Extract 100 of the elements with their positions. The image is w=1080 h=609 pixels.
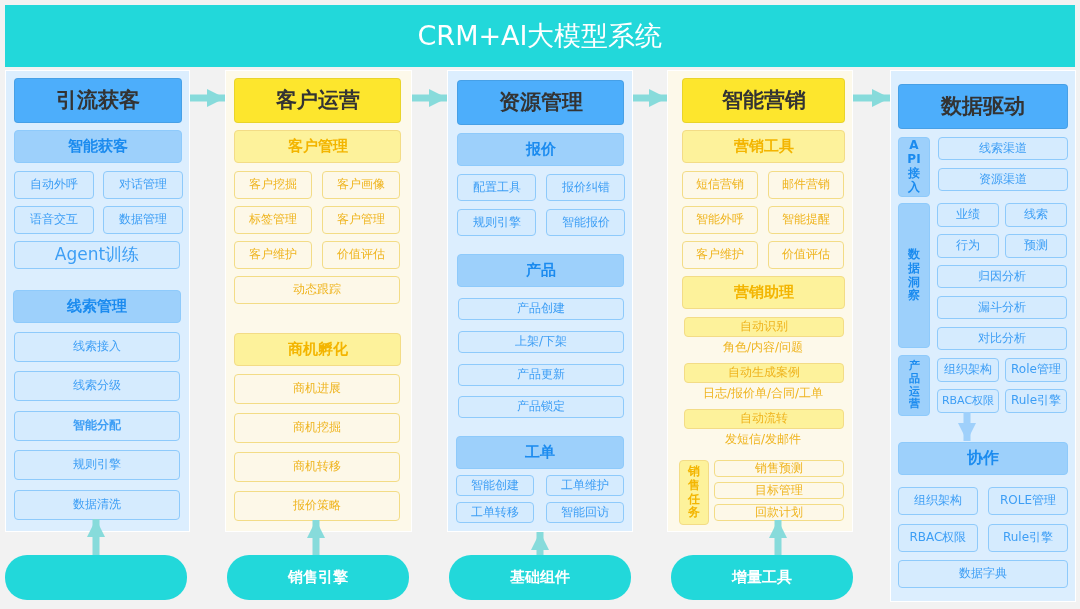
feature-box: 归因分析 [937,265,1067,288]
section-header: 产品 [457,254,624,287]
feature-box: 产品更新 [458,364,624,386]
side-label: 数据洞察 [898,203,930,348]
feature-box: 漏斗分析 [937,296,1067,319]
feature-box: 工单转移 [456,502,534,523]
feature-box: 短信营销 [682,171,758,199]
arrow [87,519,105,555]
feature-box: 规则引擎 [14,450,180,480]
feature-box: 业绩 [937,203,999,227]
feature-box: 客户挖掘 [234,171,312,199]
feature-box: 客户画像 [322,171,400,199]
feature-box: Rule引擎 [1005,389,1067,413]
feature-box: RBAC权限 [937,389,999,413]
feature-box: Agent训练 [14,241,180,269]
arrow [307,520,325,555]
feature-box: 智能提醒 [768,206,844,234]
feature-box: 线索接入 [14,332,180,362]
side-label: API接入 [898,137,930,197]
section-header: 商机孵化 [234,333,401,366]
arrow [958,412,976,441]
feature-box: 报价策略 [234,491,400,521]
platform-pill [5,555,187,600]
column-header: 数据驱动 [898,84,1068,129]
feature-box: 数据管理 [103,206,183,234]
arrow [190,89,225,107]
feature-box: 价值评估 [768,241,844,269]
feature-box: 配置工具 [457,174,536,201]
platform-pill: 基础组件 [449,555,631,600]
column-panel [447,70,633,532]
feature-box: 商机转移 [234,452,400,482]
feature-box: 产品创建 [458,298,624,320]
column-panel [225,70,412,532]
caption-text: 日志/报价单/合同/工单 [701,386,825,400]
feature-box: 预测 [1005,234,1067,258]
feature-box: 规则引擎 [457,209,536,236]
feature-box: 语音交互 [14,206,94,234]
feature-box: 自动生成案例 [684,363,844,383]
feature-box: 组织架构 [898,487,978,515]
platform-pill: 增量工具 [671,555,853,600]
feature-box: ROLE管理 [988,487,1068,515]
feature-box: 客户管理 [322,206,400,234]
feature-box: RBAC权限 [898,524,978,552]
feature-box: 线索渠道 [938,137,1068,160]
feature-box: 客户维护 [682,241,758,269]
feature-box: 线索 [1005,203,1067,227]
feature-box: 数据字典 [898,560,1068,588]
feature-box: 线索分级 [14,371,180,401]
arrow [412,89,447,107]
side-label: 产品运营 [898,355,930,416]
arrow [853,89,890,107]
feature-box: 报价纠错 [546,174,625,201]
feature-box: 客户维护 [234,241,312,269]
section-header: 协作 [898,442,1068,475]
feature-box: 自动外呼 [14,171,94,199]
feature-box: 商机挖掘 [234,413,400,443]
title-banner: CRM+AI大模型系统 [5,5,1075,67]
section-header: 营销工具 [682,130,845,163]
feature-box: 销售预测 [714,460,844,477]
column-header: 客户运营 [234,78,401,123]
feature-box: 资源渠道 [938,168,1068,191]
arrow [531,532,549,555]
feature-box: 目标管理 [714,482,844,499]
feature-box: 数据清洗 [14,490,180,520]
section-header: 客户管理 [234,130,401,163]
feature-box: Role管理 [1005,358,1067,382]
feature-box: 智能外呼 [682,206,758,234]
feature-box: 智能报价 [546,209,625,236]
platform-pill: 销售引擎 [227,555,409,600]
feature-box: 自动流转 [684,409,844,429]
column-header: 引流获客 [14,78,182,123]
feature-box: 工单维护 [546,475,624,496]
column-panel [890,70,1076,602]
column-header: 智能营销 [682,78,845,123]
section-header: 营销助理 [682,276,845,309]
arrow [633,89,667,107]
feature-box: 自动识别 [684,317,844,337]
feature-box: 标签管理 [234,206,312,234]
caption-text: 角色/内容/问题 [721,340,805,354]
caption-text: 发短信/发邮件 [723,432,802,446]
feature-box: 智能回访 [546,502,624,523]
column-header: 资源管理 [457,80,624,125]
column-panel [5,70,190,532]
section-header: 报价 [457,133,624,166]
feature-box: 行为 [937,234,999,258]
feature-box: 上架/下架 [458,331,624,353]
feature-box: 邮件营销 [768,171,844,199]
feature-box: 智能分配 [14,411,180,441]
feature-box: 动态跟踪 [234,276,400,304]
feature-box: 商机进展 [234,374,400,404]
arrow [769,520,787,555]
side-label: 销售任务 [679,460,709,525]
feature-box: 智能创建 [456,475,534,496]
section-header: 工单 [456,436,624,469]
column-panel [667,70,853,532]
feature-box: 组织架构 [937,358,999,382]
feature-box: 产品锁定 [458,396,624,418]
feature-box: 回款计划 [714,504,844,521]
section-header: 线索管理 [13,290,181,323]
feature-box: 价值评估 [322,241,400,269]
